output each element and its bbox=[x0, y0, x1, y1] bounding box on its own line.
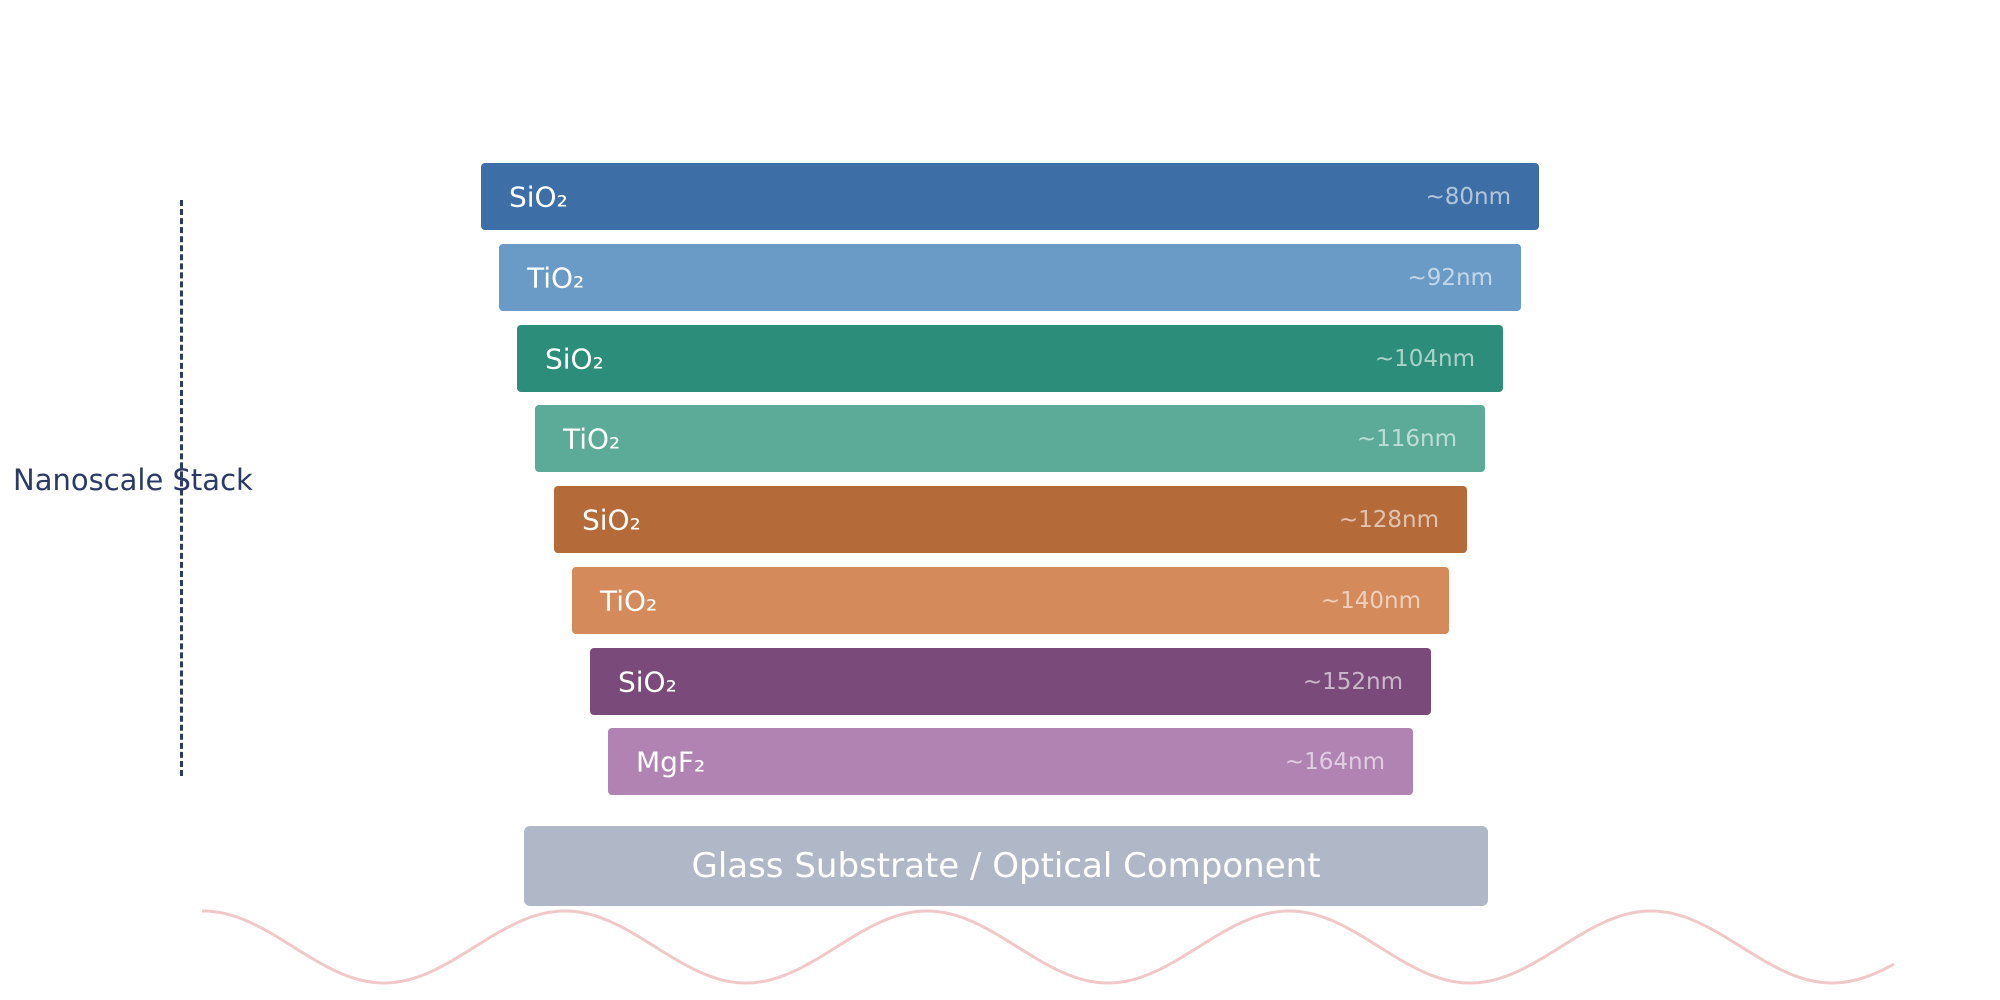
layer-thickness: ~128nm bbox=[1338, 506, 1439, 533]
layer-material: SiO₂ bbox=[618, 665, 677, 698]
stack-height-dashed-line bbox=[180, 200, 183, 776]
layer-thickness: ~152nm bbox=[1302, 668, 1403, 695]
layer-material: TiO₂ bbox=[527, 261, 585, 294]
layer-6: TiO₂ ~140nm bbox=[572, 567, 1449, 634]
layer-material: TiO₂ bbox=[600, 584, 658, 617]
layer-1: SiO₂ ~80nm bbox=[481, 163, 1539, 230]
layer-material: SiO₂ bbox=[545, 342, 604, 375]
layer-thickness: ~92nm bbox=[1407, 264, 1493, 291]
layer-5: SiO₂ ~128nm bbox=[554, 486, 1467, 553]
layer-material: SiO₂ bbox=[582, 503, 641, 536]
layer-material: SiO₂ bbox=[509, 180, 568, 213]
layer-thickness: ~104nm bbox=[1374, 345, 1475, 372]
layer-4: TiO₂ ~116nm bbox=[535, 405, 1485, 472]
layer-material: TiO₂ bbox=[563, 422, 621, 455]
glass-substrate: Glass Substrate / Optical Component bbox=[524, 826, 1488, 906]
layer-thickness: ~164nm bbox=[1284, 748, 1385, 775]
layer-3: SiO₂ ~104nm bbox=[517, 325, 1503, 392]
layer-material: MgF₂ bbox=[636, 745, 706, 778]
layer-7: SiO₂ ~152nm bbox=[590, 648, 1431, 715]
layer-8: MgF₂ ~164nm bbox=[608, 728, 1413, 795]
stack-label: Nanoscale Stack bbox=[13, 463, 253, 497]
layer-thickness: ~116nm bbox=[1356, 425, 1457, 452]
light-wave-path bbox=[202, 909, 1895, 985]
layer-thickness: ~140nm bbox=[1320, 587, 1421, 614]
layer-thickness: ~80nm bbox=[1425, 183, 1511, 210]
layer-2: TiO₂ ~92nm bbox=[499, 244, 1521, 311]
